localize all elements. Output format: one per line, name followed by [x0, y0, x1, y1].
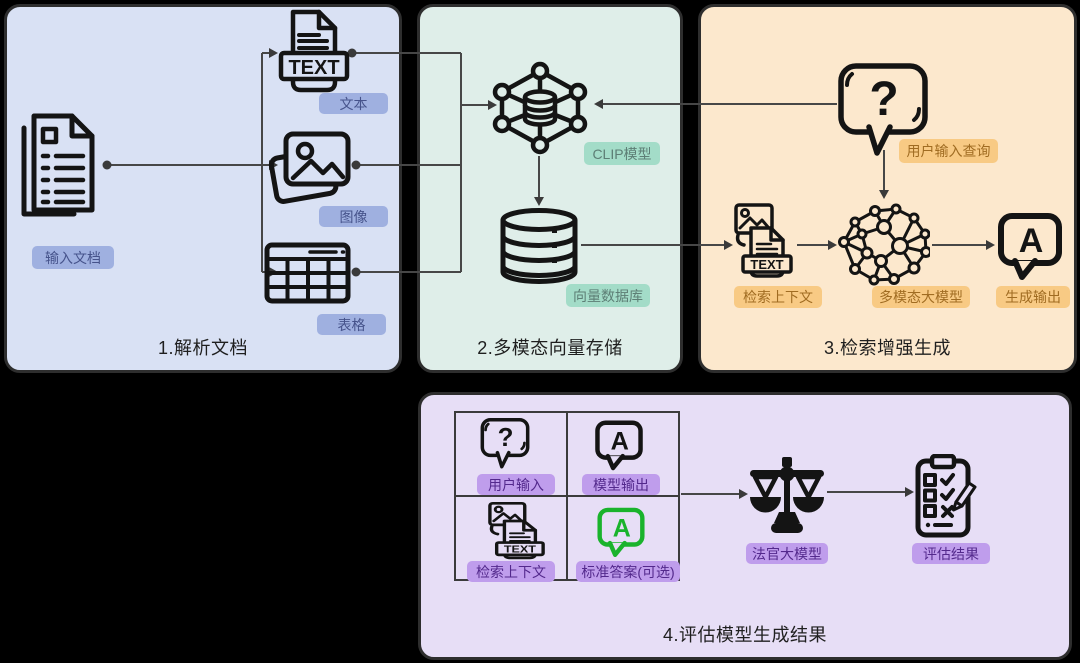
grid-horizontal-divider — [456, 495, 678, 497]
table-icon — [264, 242, 351, 304]
text-file-label: TEXT — [504, 545, 536, 556]
answer-letter-glyph: A — [611, 427, 629, 455]
panel-title: 3.检索增强生成 — [823, 338, 951, 358]
badge-vector-db: 向量数据库 — [566, 284, 650, 307]
image-icon — [268, 131, 351, 204]
badge-text: 文本 — [319, 93, 388, 114]
panel-title: 1.解析文档 — [157, 338, 248, 358]
badge-eval-result: 评估结果 — [912, 543, 990, 564]
answer-letter-glyph: A — [1019, 222, 1044, 260]
badge-generated-output: 生成输出 — [996, 286, 1070, 308]
input-document-icon — [21, 113, 95, 217]
question-mark-glyph: ? — [869, 73, 898, 126]
panel-title: 4.评估模型生成结果 — [662, 625, 827, 645]
badge-user-query: 用户输入查询 — [899, 139, 998, 163]
badge-model-output: 模型输出 — [582, 474, 660, 495]
reference-answer-bubble-icon: A — [597, 507, 645, 557]
vector-database-icon — [500, 208, 578, 284]
model-output-bubble-icon: A — [595, 420, 643, 471]
badge-retrieved-context: 检索上下文 — [467, 561, 555, 582]
badge-user-input: 用户输入 — [477, 474, 555, 495]
evaluation-checklist-icon — [915, 454, 977, 538]
answer-bubble-icon: A — [998, 213, 1062, 280]
badge-image: 图像 — [319, 206, 388, 227]
badge-judge-model: 法官大模型 — [746, 543, 828, 564]
judge-scales-icon — [750, 457, 824, 533]
badge-clip-model: CLIP模型 — [584, 142, 660, 165]
retrieved-context-icon: TEXT — [734, 203, 793, 278]
text-file-label: TEXT — [288, 57, 339, 79]
answer-letter-glyph: A — [613, 514, 631, 542]
user-input-bubble-icon: ? — [480, 417, 530, 469]
question-mark-glyph: ? — [498, 424, 514, 452]
badge-retrieved-context: 检索上下文 — [734, 286, 822, 308]
badge-table: 表格 — [317, 314, 386, 335]
badge-mllm: 多模态大模型 — [872, 286, 970, 308]
panel-title: 2.多模态向量存储 — [477, 338, 623, 358]
neural-network-icon — [838, 203, 930, 286]
evaluation-inputs-grid — [454, 411, 680, 581]
retrieved-context-icon: TEXT — [488, 501, 545, 560]
text-file-label: TEXT — [750, 257, 783, 272]
text-file-icon: TEXT — [278, 9, 350, 93]
clip-model-icon — [492, 61, 588, 155]
badge-reference-answer: 标准答案(可选) — [576, 561, 680, 582]
badge-input-doc: 输入文档 — [32, 246, 114, 269]
question-bubble-icon: ? — [838, 63, 928, 156]
